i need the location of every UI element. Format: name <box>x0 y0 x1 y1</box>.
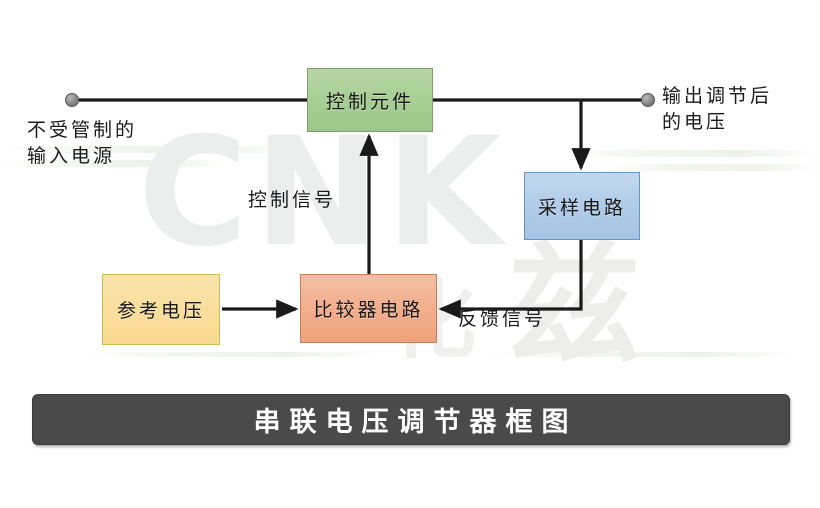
block-reference-voltage[interactable]: 参考电压 <box>102 274 220 345</box>
label-output-voltage: 输出调节后 的电压 <box>662 86 773 133</box>
output-terminal-dot <box>641 93 655 107</box>
block-control-element-label: 控制元件 <box>325 91 414 113</box>
block-comparator-circuit[interactable]: 比较器电路 <box>300 274 437 343</box>
diagram-title: 串联电压调节器框图 <box>253 407 578 437</box>
label-control-signal: 控制信号 <box>248 190 337 211</box>
diagram-title-bar: 串联电压调节器框图 <box>32 394 790 445</box>
label-feedback-signal: 反馈信号 <box>458 309 547 330</box>
block-sampling-circuit[interactable]: 采样电路 <box>524 172 640 240</box>
block-control-element[interactable]: 控制元件 <box>307 68 433 132</box>
block-reference-voltage-label: 参考电压 <box>116 301 205 322</box>
block-comparator-circuit-label: 比较器电路 <box>313 300 424 321</box>
input-terminal-dot <box>65 93 79 107</box>
label-input-source: 不受管制的 输入电源 <box>27 120 138 167</box>
block-sampling-circuit-label: 采样电路 <box>537 197 626 219</box>
